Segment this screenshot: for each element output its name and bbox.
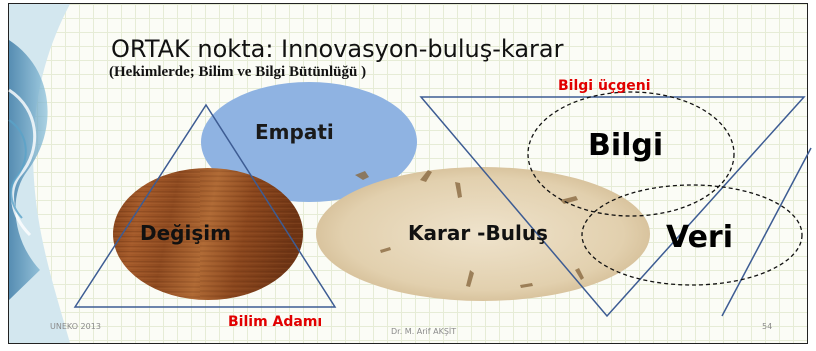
slide-subtitle: (Hekimlerde; Bilim ve Bilgi Bütünlüğü ) — [109, 64, 367, 80]
karar-bulus-label: Karar -Buluş — [408, 221, 548, 245]
veri-label: Veri — [666, 220, 734, 255]
bilgi-triangle — [419, 96, 806, 318]
veri-circle — [581, 184, 803, 286]
degisim-ellipse — [113, 168, 303, 300]
bilgi-triangle-label: Bilgi üçgeni — [558, 78, 651, 94]
slide-frame — [8, 3, 808, 344]
footer-page-number: 54 — [762, 322, 773, 331]
degisim-label: Değişim — [140, 221, 231, 245]
bilim-triangle-label: Bilim Adamı — [228, 314, 323, 330]
left-decoration — [8, 4, 70, 343]
bilgi-label: Bilgi — [588, 128, 664, 163]
footer-author: Dr. M. Arif AKŞİT — [391, 327, 457, 336]
bilgi-triangle-extra-side — [721, 147, 812, 317]
footer-event: UNEKO 2013 — [50, 322, 101, 331]
bilim-triangle — [73, 103, 337, 308]
slide-title: ORTAK nokta: Innovasyon-buluş-karar — [111, 35, 564, 63]
empati-label: Empati — [255, 120, 334, 144]
bilgi-circle — [527, 91, 735, 217]
